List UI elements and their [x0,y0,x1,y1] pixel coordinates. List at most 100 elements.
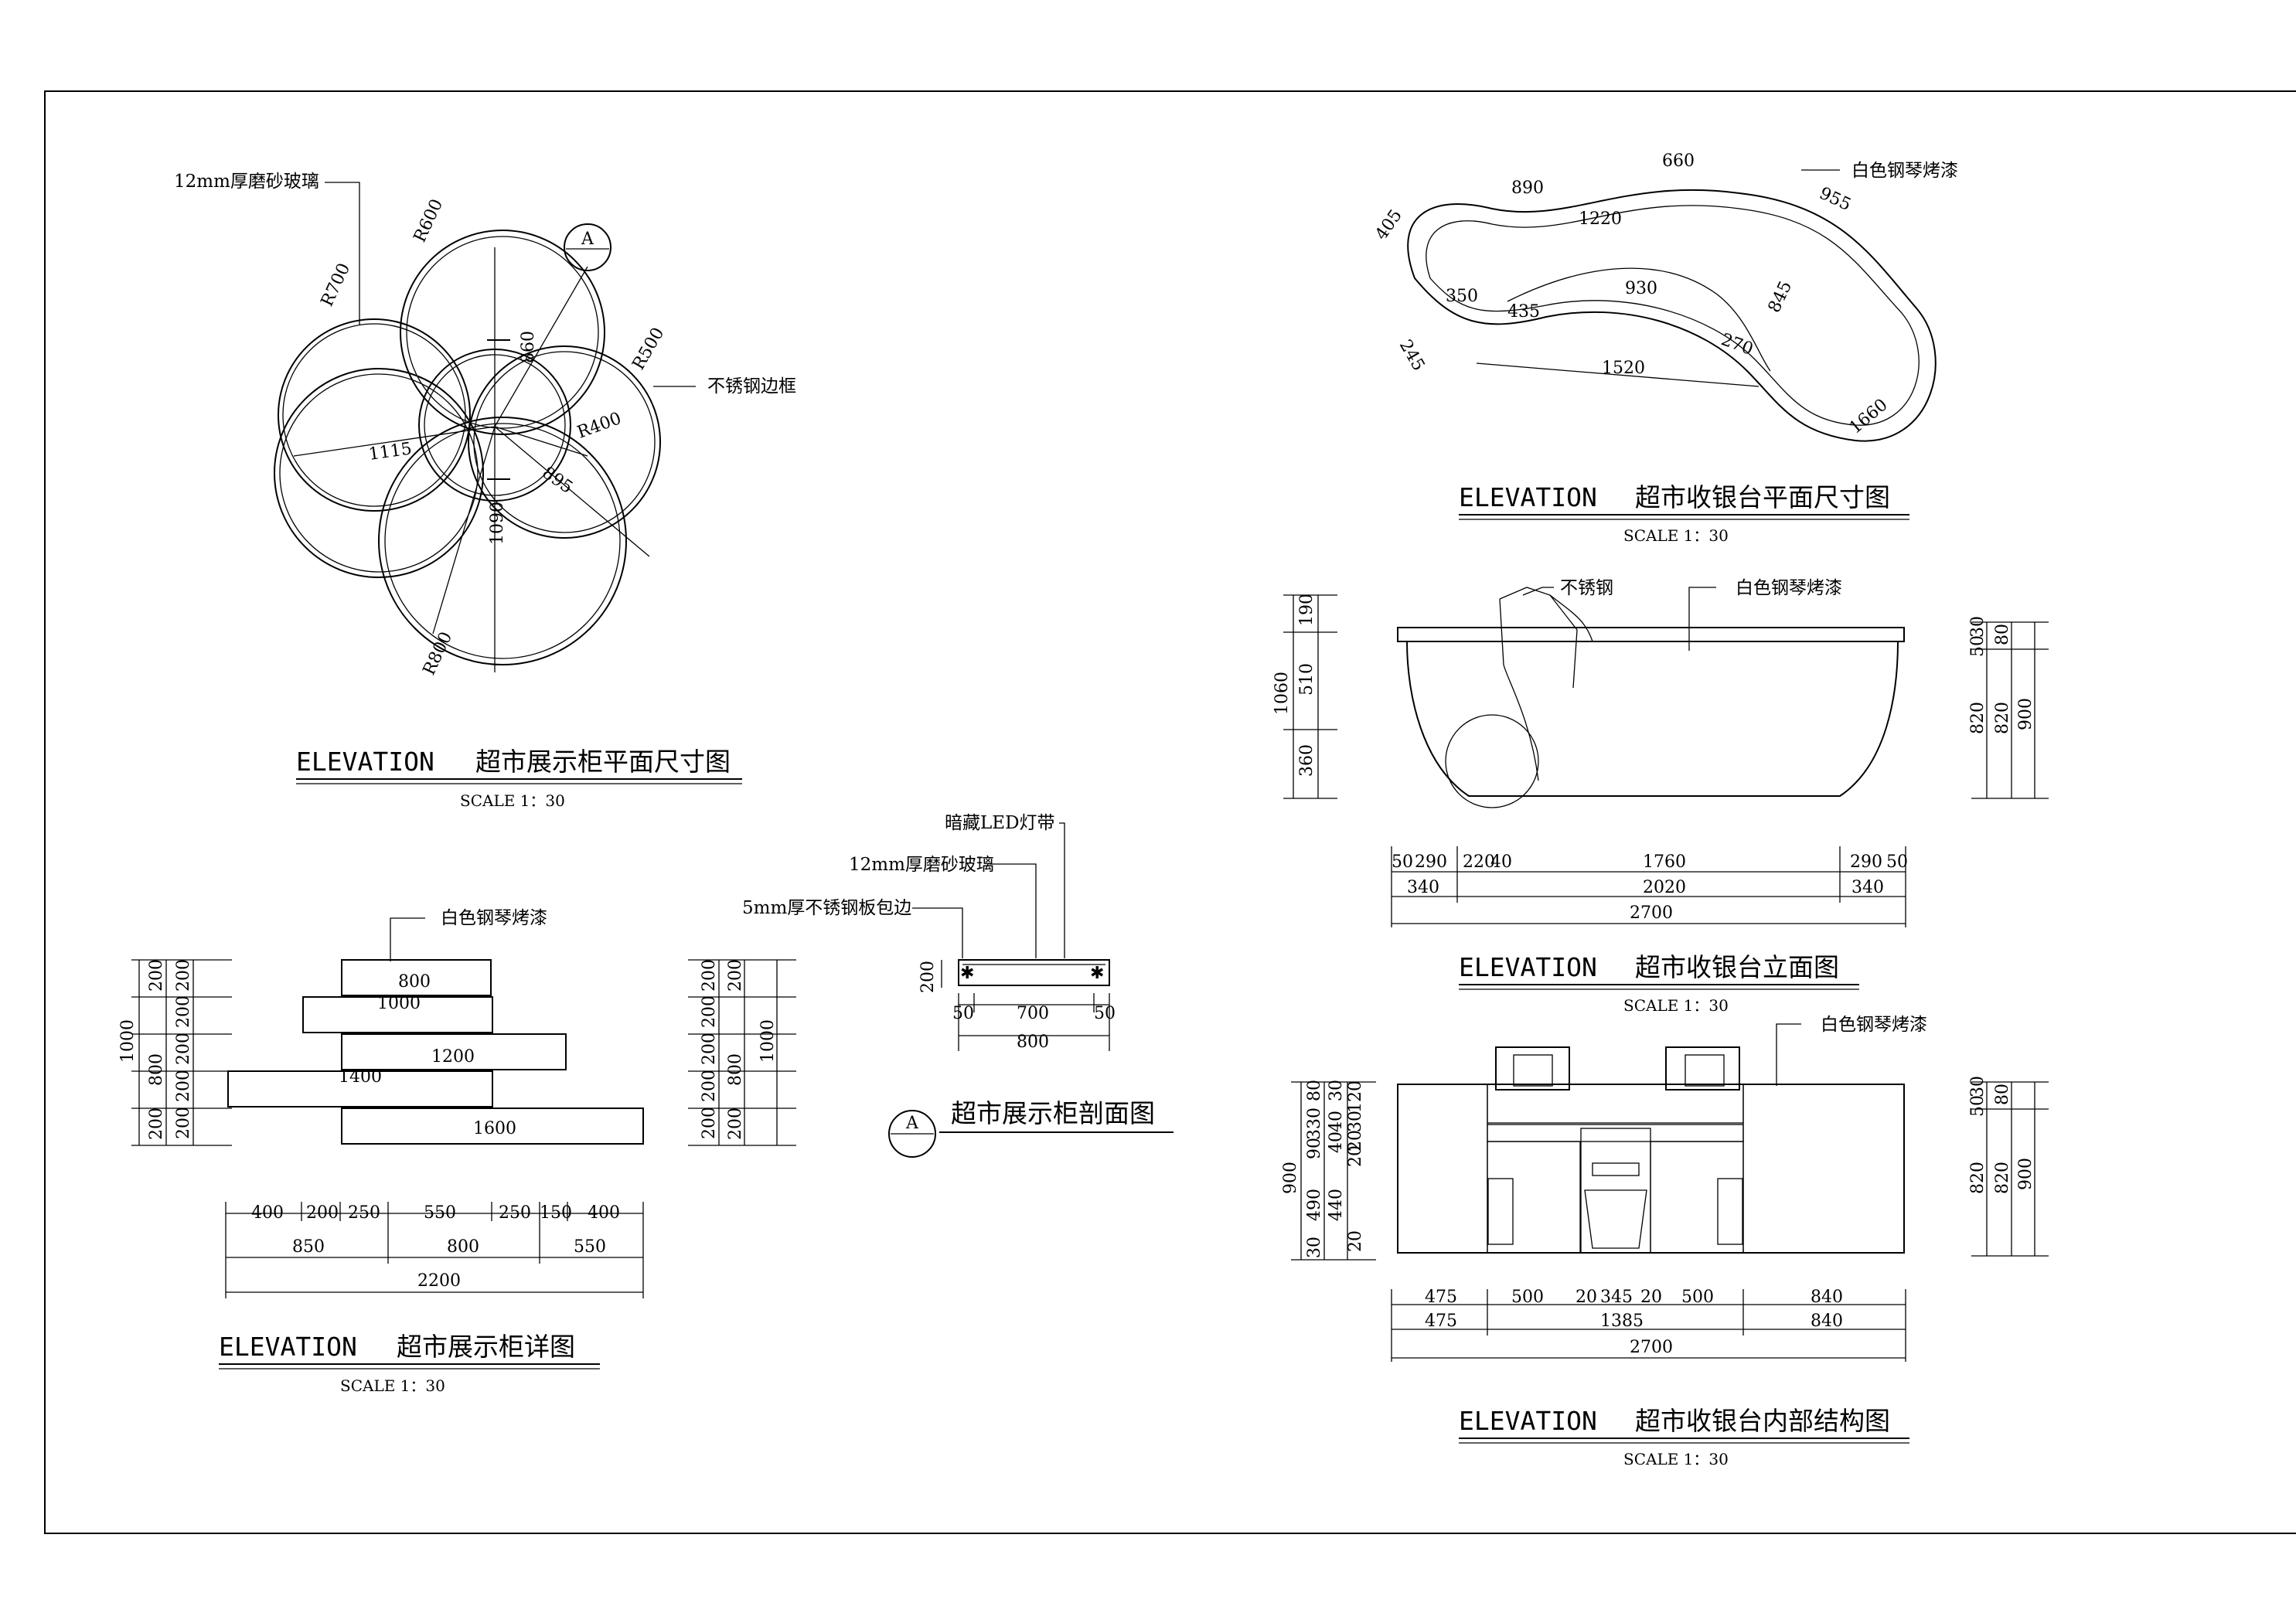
section-marker-bottom: A [888,1110,936,1158]
plan1-frame-label: 不锈钢边框 [707,376,796,396]
detail-bottom-row2-1: 800 [447,1237,479,1257]
detail-bottom-1: 200 [306,1203,339,1223]
detail-title-prefix: ELEVATION [219,1332,357,1362]
cashier-inner-left-4: 40 [1327,1111,1346,1132]
cashier-elev-bottom-dims [1391,846,1906,927]
cashier-plan-paint-label: 白色钢琴烤漆 [1851,161,1958,181]
cashier-plan-dim-7: 845 [1765,278,1796,316]
cashier-plan-dim-5: 350 [1446,287,1478,306]
detail-right-dim-0: 200 [700,959,719,992]
section-marker-top: A [564,223,611,271]
cashier-elev-row1-5: 290 [1850,852,1882,872]
cashier-elev-left-dims [1283,594,1337,799]
cashier-elev-right-total: 900 [2016,698,2035,730]
cashier-elev-right-3: 820 [1968,702,1988,734]
cashier-inner-right-1: 30 [1968,1076,1988,1097]
cashier-inner-right-dims [1971,1081,2049,1257]
cashier-elev-left-0: 190 [1297,594,1317,626]
cashier-inner-row1-0: 475 [1425,1288,1457,1307]
detail-left-dim-lines [131,959,232,1146]
detail-right-dim-lines [688,959,796,1146]
dim-1115: 1115 [367,439,413,464]
cashier-inner-left-11: 490 [1305,1189,1324,1221]
cashier-inner-row2-0: 475 [1425,1312,1457,1331]
cashier-elev-row1-1: 290 [1415,852,1447,872]
detail-left-mid-1: 800 [147,1053,166,1086]
cashier-elev-row1-0: 50 [1392,852,1413,872]
detail-bottom-row2-2: 550 [574,1237,606,1257]
cashier-plan-dim-0: 660 [1662,151,1695,171]
cashier-elev-row2-0: 340 [1407,878,1439,897]
cashier-inner-left-9: 20 [1346,1145,1365,1167]
cashier-elev-paint-label: 白色钢琴烤漆 [1736,578,1842,598]
cashier-elev-right-2: 80 [1993,624,2012,645]
cashier-plan-dim-8: 245 [1395,337,1429,375]
cashier-inner-title-prefix: ELEVATION [1459,1406,1597,1436]
cashier-inner-title: 超市收银台内部结构图 [1635,1406,1890,1436]
detail-left-dim-0: 200 [174,959,193,992]
detail-bottom-6: 400 [588,1203,620,1223]
cashier-elev-scale: SCALE 1：30 [1623,996,1729,1015]
cashier-plan-title-prefix: ELEVATION [1459,482,1597,512]
cashier-inner-right-0: 50 [1968,1095,1988,1117]
cashier-inner-row1-6: 840 [1811,1288,1843,1307]
detail-left-dim-3: 200 [174,1070,193,1102]
cashier-plan-dim-11: 1520 [1602,359,1645,378]
detail-bottom-3: 550 [424,1203,456,1223]
detail-left-dim-4: 200 [174,1107,193,1139]
cashier-elev-left-1: 510 [1297,663,1317,696]
plan1-scale: SCALE 1：30 [460,791,565,810]
cashier-inner-left-12: 20 [1346,1230,1365,1252]
section-led-icon: ✱ [960,964,974,983]
cashier-inner-left-13: 30 [1305,1237,1324,1258]
cashier-elev-title-prefix: ELEVATION [1459,952,1597,982]
cashier-inner-left-10: 440 [1327,1189,1346,1221]
detail-right-dim-3: 200 [700,1070,719,1102]
layer-800: 800 [398,972,431,992]
detail-right-mid-1: 800 [726,1053,745,1086]
cashier-plan-dim-4: 1220 [1579,209,1622,229]
cashier-elev-left-total: 1060 [1272,672,1292,715]
cashier-inner-bottom-dims [1391,1289,1906,1362]
cashier-plan-dim-1: 890 [1511,179,1544,198]
cashier-elev-left-2: 360 [1297,744,1317,777]
section-panel [958,959,1110,986]
cashier-inner-row2-2: 840 [1811,1312,1843,1331]
section-width-0: 50 [952,1004,974,1023]
cashier-inner-row1-3: 345 [1600,1288,1633,1307]
layer-1600: 1600 [473,1119,516,1138]
detail-left-mid-0: 200 [147,959,166,992]
cashier-inner-left-total: 900 [1281,1162,1300,1194]
detail-title: 超市展示柜详图 [397,1332,575,1362]
cashier-plan-dim-2: 955 [1816,184,1854,215]
cashier-elev-right-1: 30 [1968,616,1988,638]
layer-1200: 1200 [431,1047,475,1067]
detail-scale: SCALE 1：30 [340,1376,445,1395]
cashier-inner-total: 2700 [1630,1338,1673,1357]
cashier-elev-right-0: 50 [1968,635,1988,657]
cashier-elev-row2-1: 2020 [1643,878,1686,897]
cashier-inner-left-1: 30 [1327,1080,1346,1101]
detail-paint-label: 白色钢琴烤漆 [441,908,547,928]
cashier-inner-left-0: 80 [1305,1080,1324,1101]
cashier-inner-row1-2: 20 [1576,1288,1597,1307]
cashier-plan-dim-6: 930 [1625,279,1657,298]
cashier-inner-left-5: 90 [1305,1138,1324,1159]
cashier-elev-row1-3: 40 [1490,852,1512,872]
layer-1400: 1400 [339,1067,382,1087]
section-led-icon-right: ✱ [1090,964,1104,983]
cashier-inner-paint-label: 白色钢琴烤漆 [1821,1015,1927,1035]
display-detail-drawing [227,959,644,1145]
plan1-title: 超市展示柜平面尺寸图 [475,747,731,777]
cashier-plan-drawing [1407,189,1937,442]
section-width-1: 700 [1017,1004,1049,1023]
cashier-inner-right-4: 820 [1993,1162,2012,1194]
cashier-inner-left-8: 20 [1346,1130,1365,1152]
cashier-plan-dim-9: 435 [1507,302,1540,322]
detail-right-dim-4: 200 [700,1107,719,1139]
cashier-inner-scale: SCALE 1：30 [1623,1450,1729,1468]
cashier-elev-row1-4: 1760 [1643,852,1686,872]
cashier-inner-row1-4: 20 [1640,1288,1662,1307]
detail-bottom-dim-lines [225,1202,644,1298]
cashier-elev-total: 2700 [1630,903,1673,923]
